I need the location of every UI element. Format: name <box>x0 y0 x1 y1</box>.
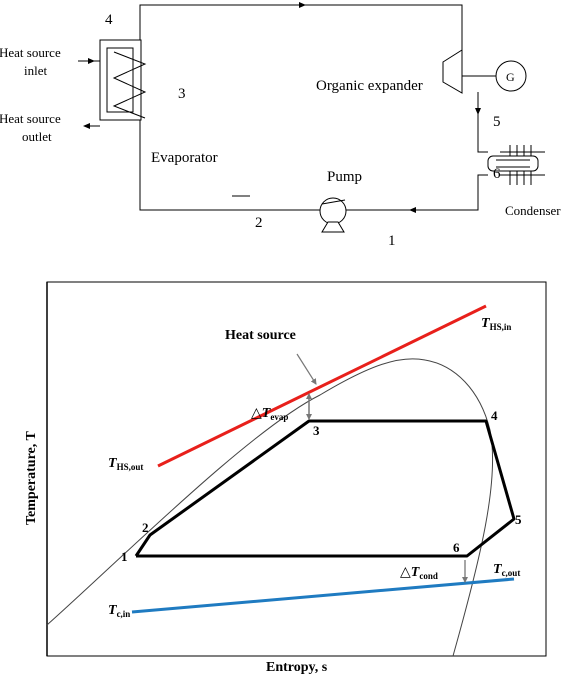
heat-source-pipe <box>94 60 100 127</box>
state-label-2: 2 <box>255 215 263 231</box>
delta-t-evap-label: △Tevap <box>251 406 288 422</box>
state-label-4: 4 <box>105 12 113 28</box>
point-label-1: 1 <box>121 549 128 564</box>
point-label-6: 6 <box>453 540 460 555</box>
t-c-in-label: Tc,in <box>108 603 130 619</box>
evaporator-box <box>99 39 142 121</box>
state-label-3: 3 <box>178 86 186 102</box>
x-axis-label: Entropy, s <box>266 660 328 675</box>
pipe-expander-to-condenser <box>477 92 488 153</box>
heat-source-inlet-label-2: inlet <box>24 63 47 78</box>
pipe-pump-to-evaporator <box>139 120 320 211</box>
pump <box>319 197 347 233</box>
organic-expander <box>442 49 463 94</box>
evaporator-label: Evaporator <box>151 150 218 166</box>
generator-label: G <box>506 70 515 84</box>
pipe-evaporator-to-expander <box>139 4 463 50</box>
evaporator-coil <box>112 51 147 119</box>
y-axis-label: Temperature, T <box>24 430 39 525</box>
point-label-2: 2 <box>142 520 149 535</box>
heat-source-outlet-label-1: Heat source <box>0 111 61 126</box>
evaporator-inner <box>106 47 134 113</box>
condenser <box>487 145 545 185</box>
state-label-1: 1 <box>388 233 396 249</box>
heat-source-label: Heat source <box>225 328 296 343</box>
condenser-label: Condenser <box>505 203 561 218</box>
heat-source-inlet-label-1: Heat source <box>0 45 61 60</box>
heat-source-pointer <box>296 353 317 385</box>
point-label-4: 4 <box>491 408 498 423</box>
pipe-condenser-to-pump <box>345 174 488 211</box>
state-label-6: 6 <box>493 166 501 182</box>
cycle-schematic <box>78 2 545 233</box>
t-hs-out-label: THS,out <box>108 456 143 472</box>
cooling-water-line <box>131 577 515 614</box>
cycle-labels: 4 3 5 6 2 1 Heat source inlet Heat sourc… <box>0 12 561 249</box>
ts-labels: Temperature, T Entropy, s Heat source 1 … <box>24 316 522 675</box>
heat-source-outlet-label-2: outlet <box>22 129 52 144</box>
delta-t-cond-label: △Tcond <box>400 565 438 581</box>
saturation-dome <box>46 358 494 657</box>
ts-diagram <box>46 281 547 657</box>
heat-source-line <box>157 304 487 468</box>
pump-label: Pump <box>327 169 362 185</box>
orc-cycle-path <box>134 419 516 558</box>
generator <box>495 60 527 92</box>
organic-expander-label: Organic expander <box>316 78 423 94</box>
state-label-5: 5 <box>493 114 501 130</box>
point-label-5: 5 <box>515 512 522 527</box>
point-label-3: 3 <box>313 423 320 438</box>
t-c-out-label: Tc,out <box>493 562 520 578</box>
t-hs-in-label: THS,in <box>481 316 511 332</box>
